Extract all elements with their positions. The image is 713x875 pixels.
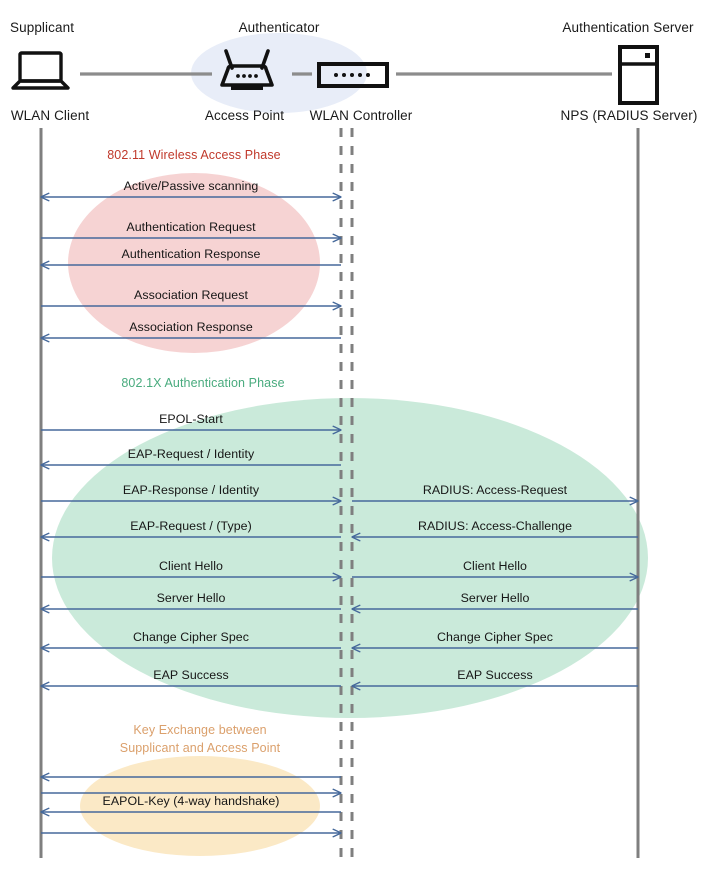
message-label: Authentication Request <box>126 220 256 234</box>
message-label: Association Request <box>134 288 248 302</box>
message-label: RADIUS: Access-Request <box>422 483 568 497</box>
left-lane-arrows <box>41 197 341 833</box>
message-label: EAP-Request / Identity <box>127 447 255 461</box>
authenticator-highlight-ellipse <box>191 33 367 113</box>
message-label: Server Hello <box>460 591 530 605</box>
lifelines <box>39 128 640 858</box>
node-label-wlan-controller: WLAN Controller <box>309 108 413 123</box>
right-lane-arrows <box>352 501 638 686</box>
role-title-authentication-server: Authentication Server <box>562 20 694 35</box>
message-label: EPOL-Start <box>159 412 223 426</box>
node-label-nps-radius-server: NPS (RADIUS Server) <box>560 108 698 123</box>
message-label: Active/Passive scanning <box>123 179 259 193</box>
message-label: Change Cipher Spec <box>437 630 553 644</box>
message-label: EAP Success <box>457 668 533 682</box>
node-label-access-point: Access Point <box>204 108 285 123</box>
phase-label-dot1x-authentication: 802.1X Authentication Phase <box>121 376 285 390</box>
message-label: RADIUS: Access-Challenge <box>417 519 573 533</box>
message-label: EAP Success <box>153 668 229 682</box>
dot1x-authentication-phase-ellipse <box>52 398 648 718</box>
server-icon <box>618 45 659 105</box>
wireless-access-phase-ellipse <box>68 173 320 353</box>
message-label: EAP-Request / (Type) <box>130 519 252 533</box>
role-title-supplicant: Supplicant <box>10 20 75 35</box>
message-label: Client Hello <box>463 559 527 573</box>
laptop-icon <box>11 51 70 90</box>
message-label: Authentication Response <box>121 247 261 261</box>
phase-label-wireless-access: 802.11 Wireless Access Phase <box>107 148 281 162</box>
node-label-wlan-client: WLAN Client <box>10 108 90 123</box>
message-label: Association Response <box>129 320 253 334</box>
message-label: Server Hello <box>156 591 226 605</box>
phase-label-key-exchange-line1: Key Exchange between <box>133 723 267 737</box>
role-title-authenticator: Authenticator <box>238 20 320 35</box>
phase-backgrounds <box>52 33 648 856</box>
controller-switch-icon <box>317 62 389 88</box>
message-label: Client Hello <box>159 559 223 573</box>
key-exchange-phase-ellipse <box>80 756 320 856</box>
phase-label-key-exchange: Key Exchange between Supplicant and Acce… <box>75 721 325 757</box>
message-label: EAP-Response / Identity <box>122 483 260 497</box>
wireless-router-icon <box>220 49 274 90</box>
message-label: EAPOL-Key (4-way handshake) <box>102 794 280 808</box>
phase-label-key-exchange-line2: Supplicant and Access Point <box>119 741 281 755</box>
message-label: Change Cipher Spec <box>133 630 249 644</box>
